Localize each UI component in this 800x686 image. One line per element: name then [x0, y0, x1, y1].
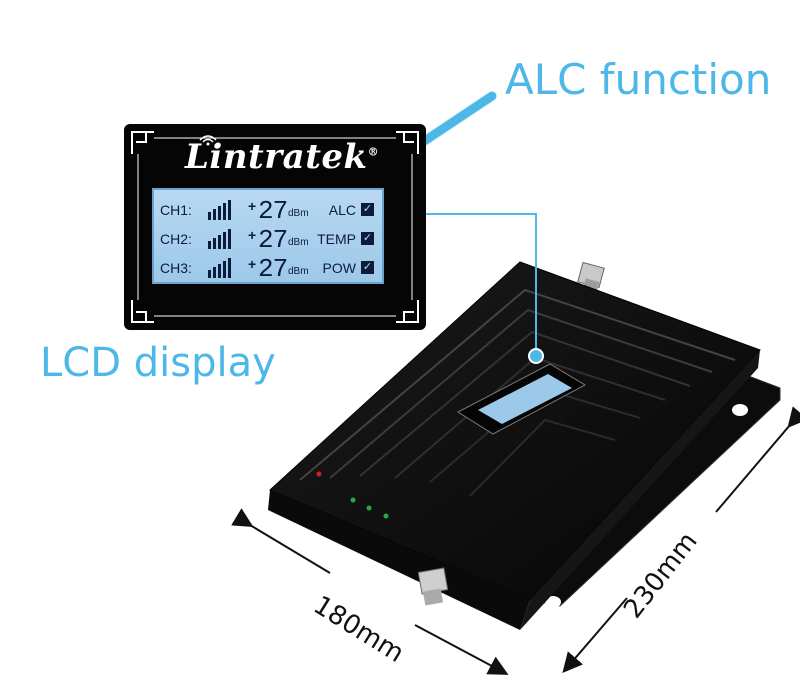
checkbox-icon: ✓ — [361, 203, 374, 216]
lcd-leader-line — [426, 213, 544, 364]
signal-bars-icon — [208, 258, 234, 278]
gain-value: 27 — [258, 196, 288, 226]
gain-unit: dBm — [288, 208, 309, 219]
alc-function-callout: ALC function — [505, 55, 772, 104]
lcd-row-ch2: CH2: + 27 dBm TEMP ✓ — [160, 225, 380, 255]
gain-value: 27 — [258, 225, 288, 255]
brand-logo: Lintratek® — [185, 137, 379, 177]
status-label-temp: TEMP — [317, 231, 356, 247]
gain-value: 27 — [258, 254, 288, 284]
lcd-row-ch1: CH1: + 27 dBm ALC ✓ — [160, 196, 380, 226]
signal-bars-icon — [208, 229, 234, 249]
checkbox-icon: ✓ — [361, 261, 374, 274]
dimension-arrow-230 — [562, 406, 800, 674]
wifi-icon — [199, 135, 217, 146]
checkbox-icon: ✓ — [361, 232, 374, 245]
lcd-row-ch3: CH3: + 27 dBm POW ✓ — [160, 254, 380, 284]
panel-ornament — [131, 131, 419, 323]
device-body — [268, 261, 761, 630]
status-label-alc: ALC — [328, 202, 356, 218]
gain-unit: dBm — [288, 266, 309, 277]
signal-bars-icon — [208, 200, 234, 220]
channel-label: CH1: — [160, 202, 192, 218]
channel-label: CH2: — [160, 231, 192, 247]
bottom-antenna-connector — [417, 567, 449, 606]
lcd-display-callout: LCD display — [40, 340, 276, 386]
channel-label: CH3: — [160, 260, 192, 276]
plus-sign: + — [248, 256, 257, 272]
status-label-pow: POW — [322, 260, 356, 276]
brand-name: Lintratek — [185, 137, 368, 177]
plus-sign: + — [248, 227, 257, 243]
lcd-screen — [152, 188, 384, 284]
registered-mark: ® — [367, 145, 380, 159]
plus-sign: + — [248, 198, 257, 214]
dimension-arrow-180 — [231, 508, 509, 675]
gain-unit: dBm — [288, 237, 309, 248]
